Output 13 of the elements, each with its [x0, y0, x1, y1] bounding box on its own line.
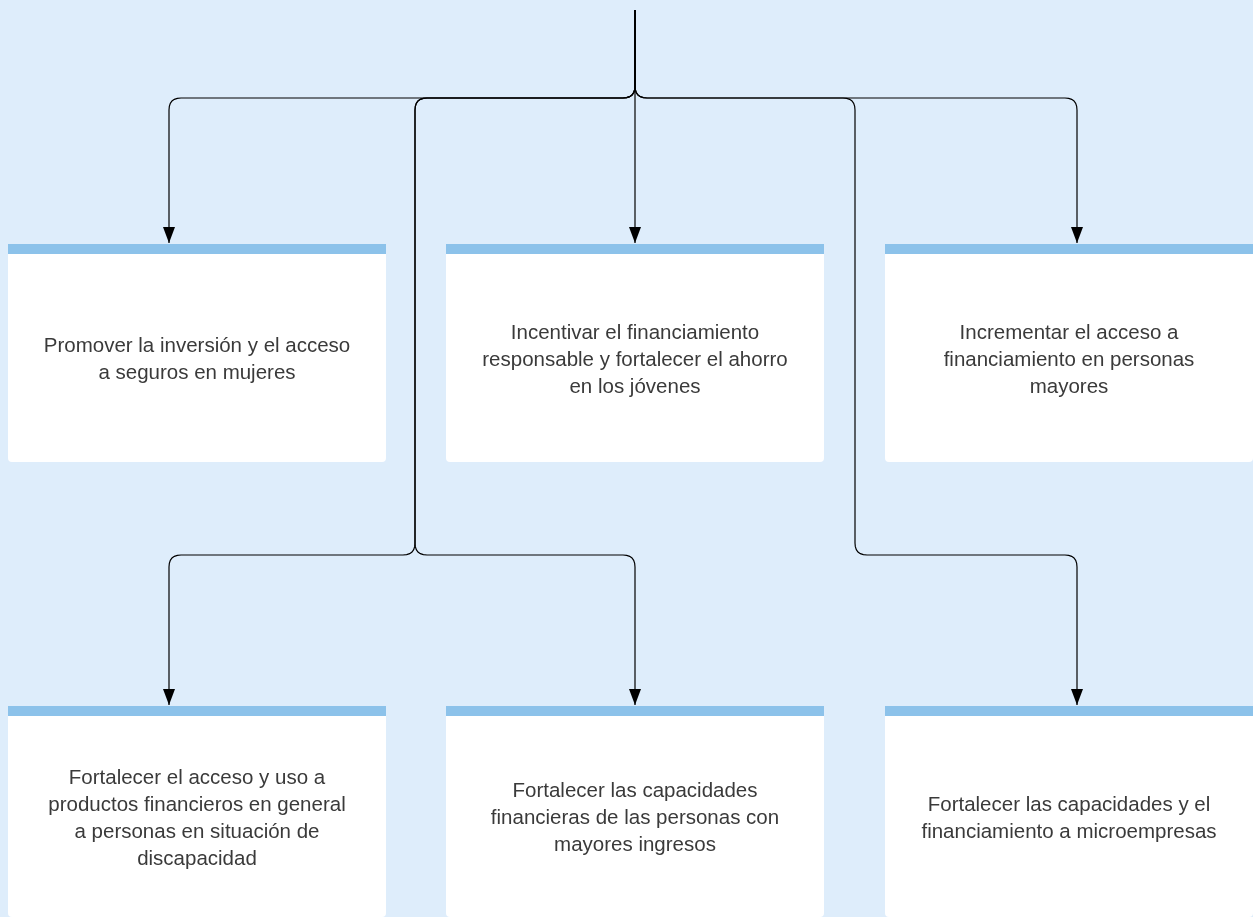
goal-card: [885, 244, 1253, 462]
goal-card: [8, 706, 386, 917]
goal-text: Fortalecer las capacidades y el financiamiento a microempresas: [920, 790, 1218, 844]
goal-card: [446, 244, 824, 462]
goal-text: Fortalecer el acceso y uso a productos financieros en general a personas en situación de discapacidad: [47, 763, 347, 871]
goal-card: [446, 706, 824, 917]
goal-card: [8, 244, 386, 462]
connector-arrow: [634, 9, 1083, 706]
goal-text: Fortalecer las capacidades financieras de las personas con mayores ingresos: [489, 777, 781, 857]
goal-text: Incrementar el acceso a financiamiento en personas mayores: [942, 318, 1196, 399]
goal-card: [885, 706, 1253, 917]
goal-text: Promover la inversión y el acceso a seguros en mujeres: [42, 332, 352, 385]
goal-text: Incentivar el financiamiento responsable y fortalecer el ahorro en los jóvenes: [481, 318, 789, 399]
